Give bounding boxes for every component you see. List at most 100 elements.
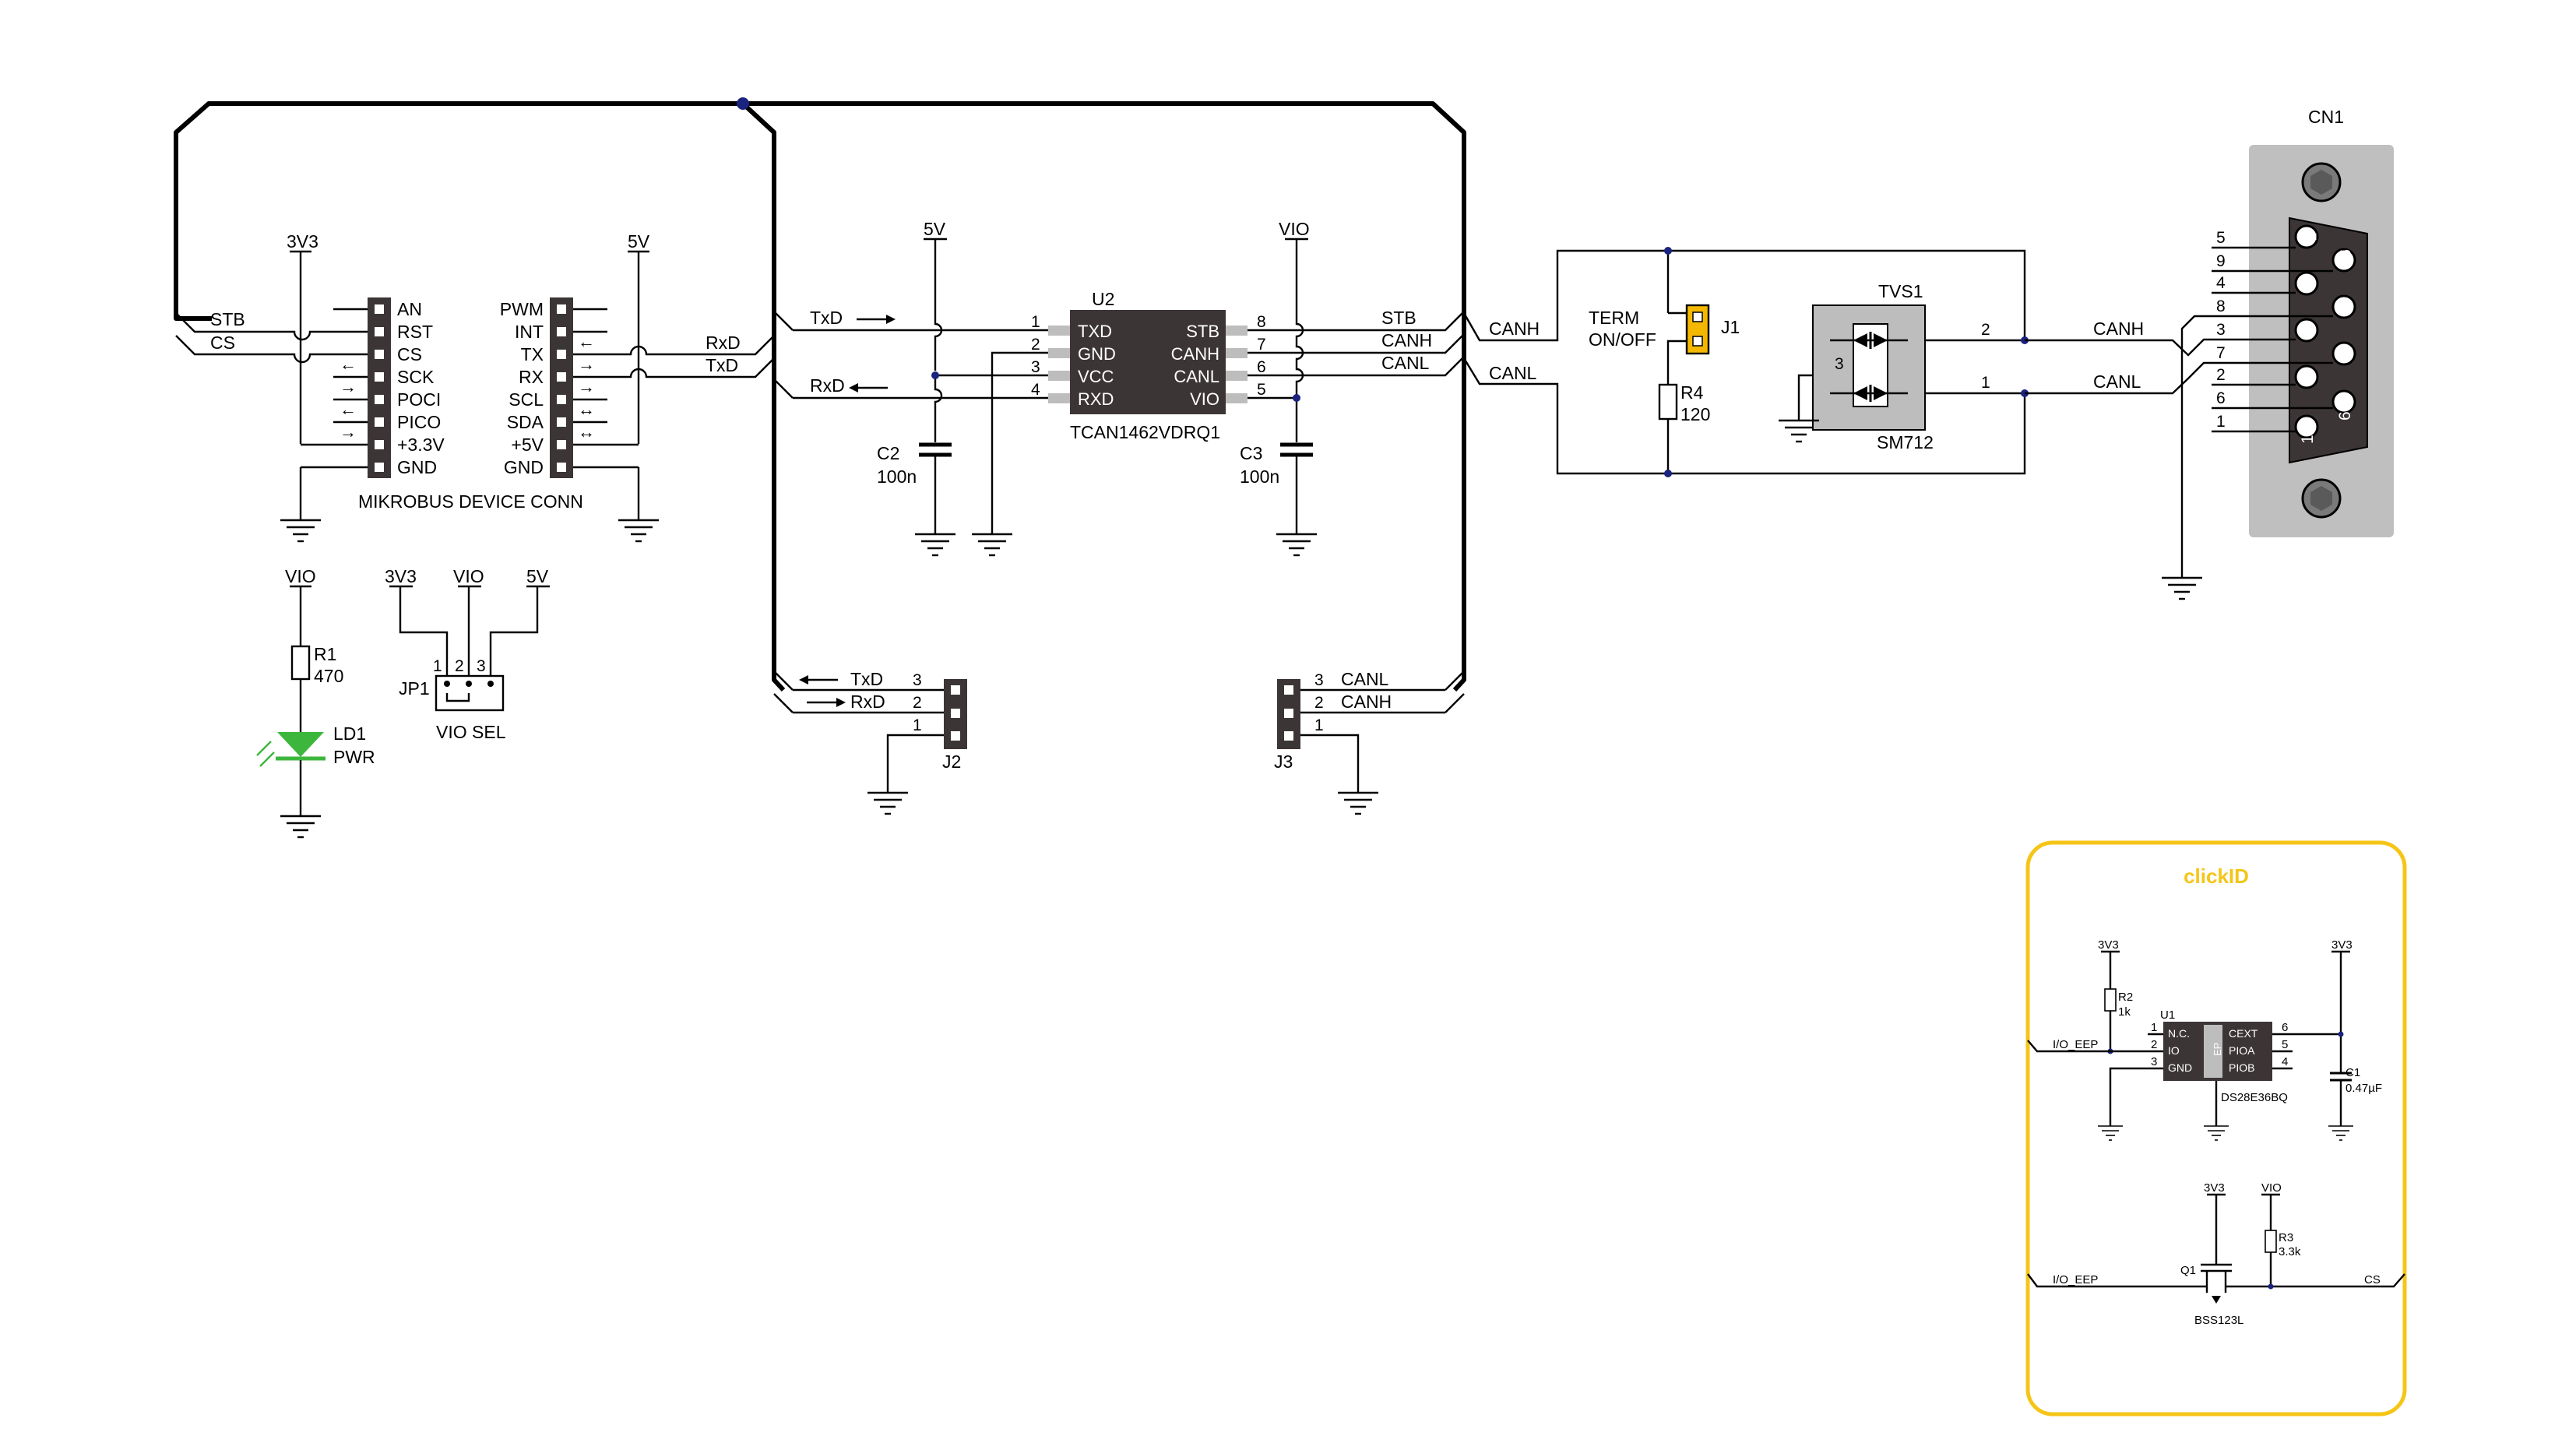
j2-pin2: 2 xyxy=(913,694,922,712)
bus-outline-right xyxy=(743,101,1466,692)
rail-5v-label: 5V xyxy=(628,231,650,252)
mikrobus-pin-pwm: PWM xyxy=(500,299,544,319)
cn1-pin-7: 7 xyxy=(2216,344,2226,362)
ground-icon xyxy=(915,533,955,557)
u2-pin-gnd: GND xyxy=(1078,344,1116,364)
ground-icon xyxy=(867,791,908,815)
jp1-pin2: 2 xyxy=(455,657,464,675)
u2-pin6-num: 6 xyxy=(1257,358,1266,376)
cn1-pin-5: 5 xyxy=(2216,229,2226,247)
ground-icon xyxy=(972,533,1012,557)
direction-arrows: ←→ ←→ ←→ →↔ ↔ xyxy=(340,332,595,442)
j3-pin3: 3 xyxy=(1314,671,1324,689)
cn1-pin-4: 4 xyxy=(2216,274,2226,292)
mikrobus-caption: MIKROBUS DEVICE CONN xyxy=(358,491,583,512)
mikrobus-pin-cs: CS xyxy=(397,344,422,364)
net-rxd-bus-label: RxD xyxy=(706,333,741,353)
vio-sel-rail-5v: 5V xyxy=(526,566,549,586)
jp1-pin3: 3 xyxy=(477,657,486,675)
ground-icon xyxy=(2162,576,2202,600)
mikrobus-pin-sda: SDA xyxy=(507,412,544,432)
clickid-u1-pin4: 4 xyxy=(2282,1055,2288,1068)
term-label-2: ON/OFF xyxy=(1589,329,1656,350)
ld1-label: PWR xyxy=(333,747,375,767)
cn1-net-canl: CANL xyxy=(2093,371,2141,392)
r1-ref: R1 xyxy=(314,644,336,664)
net-stb-label: STB xyxy=(210,309,245,329)
cn1-pin-9: 9 xyxy=(2216,252,2226,270)
clickid-r2-ref: R2 xyxy=(2118,991,2133,1004)
ground-icon xyxy=(2204,1125,2229,1141)
clickid-r3-rail: VIO xyxy=(2261,1181,2282,1195)
u2-rail-5v: 5V xyxy=(924,219,946,239)
clickid-r3-value: 3.3k xyxy=(2279,1245,2301,1258)
u2-pin8-num: 8 xyxy=(1257,313,1266,331)
mikrobus-connector: 3V3 5V AN RST CS xyxy=(175,231,775,543)
ground-icon xyxy=(1276,533,1317,557)
tvs1-part: SM712 xyxy=(1877,432,1934,452)
clickid-u1-ep: EP xyxy=(2212,1043,2223,1056)
ground-icon xyxy=(280,467,321,543)
cn1-pin-8: 8 xyxy=(2216,297,2226,315)
clickid-u1-pin-cext: CEXT xyxy=(2229,1027,2258,1040)
u2-pin-rxd: RXD xyxy=(1078,389,1114,409)
clickid-r2-value: 1k xyxy=(2118,1005,2131,1019)
db9-connector: CN1 5 9 1 6 5 9 4 8 3 7 2 6 xyxy=(2025,107,2394,600)
svg-text:↔: ↔ xyxy=(578,399,595,419)
c3-ref: C3 xyxy=(1240,443,1262,463)
j2-pin3: 3 xyxy=(913,671,922,689)
tvs1-pin1: 1 xyxy=(1981,374,1990,392)
ld1-ref: LD1 xyxy=(333,723,366,744)
u2-pin5-num: 5 xyxy=(1257,381,1266,399)
cn1-face-1: 1 xyxy=(2299,435,2317,444)
clickid-u1-pin1: 1 xyxy=(2151,1021,2157,1034)
u2-rail-vio: VIO xyxy=(1279,219,1310,239)
mikrobus-pin-int: INT xyxy=(515,322,544,342)
c2-ref: C2 xyxy=(877,443,899,463)
rail-3v3-label: 3V3 xyxy=(287,231,318,252)
clickid-u1-pin-io: IO xyxy=(2168,1044,2180,1057)
u2-pin-canh: CANH xyxy=(1171,344,1219,364)
clickid-u1-pin-gnd: GND xyxy=(2168,1061,2192,1074)
resistor-r1 xyxy=(290,645,311,681)
c3-value: 100n xyxy=(1240,466,1279,487)
tvs-diode: TVS1 2 1 3 SM712 xyxy=(1779,281,2029,452)
term-net-canl: CANL xyxy=(1489,363,1537,383)
jp1-pin1: 1 xyxy=(433,657,442,675)
mikrobus-pin-pico: PICO xyxy=(397,412,441,432)
transceiver-u2: U2 TXD GND VCC RXD STB CANH CANL VIO 1 2… xyxy=(773,219,1465,557)
clickid-u1-pin6: 6 xyxy=(2282,1021,2288,1034)
u2-pin-vio: VIO xyxy=(1190,389,1219,409)
vio-sel-rail-3v3: 3V3 xyxy=(385,566,417,586)
svg-text:→: → xyxy=(340,422,357,442)
mikrobus-pin-5v: +5V xyxy=(511,435,544,455)
clickid-c1-rail: 3V3 xyxy=(2331,938,2353,952)
tvs1-ref: TVS1 xyxy=(1878,281,1923,301)
vio-sel-caption: VIO SEL xyxy=(436,722,506,742)
cn1-ref: CN1 xyxy=(2308,107,2344,127)
clickid-q1-rail: 3V3 xyxy=(2204,1181,2225,1195)
u2-net-stb: STB xyxy=(1381,308,1416,328)
u2-pin-canl: CANL xyxy=(1174,367,1219,386)
vio-sel-rail-vio: VIO xyxy=(453,566,484,586)
u2-ref: U2 xyxy=(1092,289,1114,309)
u2-pin-txd: TXD xyxy=(1078,322,1112,341)
cn1-face-6: 6 xyxy=(2336,411,2354,421)
u2-body xyxy=(1070,310,1226,414)
net-cs-label: CS xyxy=(210,333,235,353)
r4-value: 120 xyxy=(1680,404,1710,424)
header-stubs xyxy=(301,308,639,469)
clickid-panel: clickID 3V3 R2 1k I/O_EEP U1 EP N.C. IO … xyxy=(2025,840,2407,1417)
mikrobus-left-header xyxy=(368,297,391,478)
u2-part: TCAN1462VDRQ1 xyxy=(1070,422,1220,442)
ground-icon xyxy=(1779,419,1819,443)
cn1-net-canh: CANH xyxy=(2093,319,2144,339)
j2-pin1: 1 xyxy=(913,716,922,734)
j3-pin1: 1 xyxy=(1314,716,1324,734)
r1-value: 470 xyxy=(314,666,343,686)
mikrobus-pin-sck: SCK xyxy=(397,367,435,387)
clickid-u1-pin3: 3 xyxy=(2151,1055,2157,1068)
mikrobus-pin-rst: RST xyxy=(397,322,433,342)
clickid-r2-rail: 3V3 xyxy=(2098,938,2119,952)
